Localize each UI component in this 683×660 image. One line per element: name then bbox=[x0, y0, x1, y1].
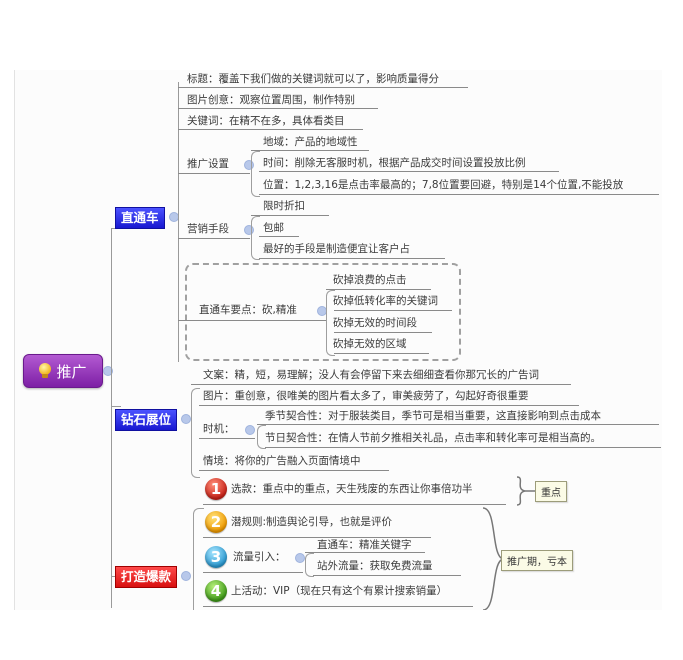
underline bbox=[203, 537, 431, 538]
node-best-tactic[interactable]: 最好的手段是制造便宜让客户占 bbox=[263, 243, 410, 255]
underline bbox=[265, 447, 661, 448]
underline bbox=[203, 504, 506, 505]
connector bbox=[257, 425, 266, 449]
underline bbox=[251, 150, 369, 151]
node-region[interactable]: 地域：产品的地域性 bbox=[263, 136, 358, 148]
underline bbox=[178, 320, 326, 321]
collapse-toggle-diamond-booth[interactable] bbox=[181, 414, 191, 424]
underline bbox=[257, 424, 659, 425]
underline bbox=[203, 606, 473, 607]
connector bbox=[191, 388, 200, 478]
number-3-icon: 3 bbox=[205, 546, 227, 568]
underline bbox=[259, 236, 299, 237]
node-picture[interactable]: 图片：重创意，很唯美的图片看太多了，审美疲劳了，勾起好奇很重要 bbox=[203, 390, 529, 402]
node-time[interactable]: 时间：削除无客服时机，根据产品成交时间设置投放比例 bbox=[263, 157, 526, 169]
node-cut-invalid-time[interactable]: 砍掉无效的时间段 bbox=[333, 317, 417, 329]
node-product-selection[interactable]: 选款：重点中的重点，天生残废的东西让你事倍功半 bbox=[231, 483, 473, 495]
underline bbox=[178, 129, 363, 130]
connector bbox=[193, 508, 204, 610]
underline bbox=[326, 289, 431, 290]
underline bbox=[334, 332, 432, 333]
connector bbox=[251, 151, 260, 197]
connector bbox=[305, 553, 314, 577]
node-offsite-traffic[interactable]: 站外流量：获取免费流量 bbox=[317, 560, 433, 572]
underline bbox=[305, 552, 425, 553]
underline bbox=[259, 194, 659, 195]
root-label: 推广 bbox=[56, 362, 87, 381]
underline bbox=[199, 470, 389, 471]
underline bbox=[199, 405, 579, 406]
connector bbox=[111, 228, 112, 608]
underline bbox=[259, 171, 559, 172]
collapse-toggle-timing[interactable] bbox=[245, 425, 255, 435]
node-context[interactable]: 情境：将你的广告融入页面情境中 bbox=[203, 455, 361, 467]
node-hidden-rules[interactable]: 潜规则:制造舆论引导，也就是评价 bbox=[231, 516, 393, 528]
node-keywords[interactable]: 关键词：在精不在多，具体看类目 bbox=[187, 115, 345, 127]
underline bbox=[334, 310, 452, 311]
collapse-toggle-marketing[interactable] bbox=[244, 225, 254, 235]
node-promo-settings[interactable]: 推广设置 bbox=[187, 158, 229, 170]
node-cut-invalid-region[interactable]: 砍掉无效的区域 bbox=[333, 338, 407, 350]
node-image-creative[interactable]: 图片创意：观察位置周围，制作特别 bbox=[187, 94, 355, 106]
underline bbox=[334, 353, 429, 354]
node-holiday-fit[interactable]: 节日契合性：在情人节前夕推相关礼品，点击率和转化率可是相当高的。 bbox=[265, 432, 601, 444]
collapse-toggle-traffic[interactable] bbox=[295, 553, 305, 563]
number-2-icon: 2 bbox=[205, 511, 227, 533]
node-flash-sale[interactable]: 限时折扣 bbox=[263, 200, 305, 212]
branch-ztc[interactable]: 直通车 bbox=[115, 207, 165, 229]
node-cut-wasted-clicks[interactable]: 砍掉浪费的点击 bbox=[333, 274, 407, 286]
underline bbox=[199, 438, 255, 439]
node-cut-low-conv-keywords[interactable]: 砍掉低转化率的关键词 bbox=[333, 295, 438, 307]
underline bbox=[313, 575, 461, 576]
underline bbox=[191, 384, 571, 385]
connector bbox=[178, 82, 179, 362]
collapse-toggle-root[interactable] bbox=[103, 366, 113, 376]
branch-diamond-booth[interactable]: 钻石展位 bbox=[115, 409, 178, 431]
node-traffic[interactable]: 流量引入： bbox=[233, 551, 286, 563]
node-timing[interactable]: 时机： bbox=[203, 423, 235, 435]
connector bbox=[111, 406, 121, 407]
node-ztc-key-points[interactable]: 直通车要点：砍,精准 bbox=[199, 304, 297, 316]
underline bbox=[178, 108, 378, 109]
node-season-fit[interactable]: 季节契合性：对于服装类目，季节可是相当重要，这直接影响到点击成本 bbox=[265, 410, 601, 422]
underline bbox=[251, 215, 329, 216]
boundary-box bbox=[185, 263, 461, 361]
mindmap-canvas: 推广 直通车 标题：覆盖下我们做的关键词就可以了，影响质量得分 图片创意：观察位… bbox=[14, 70, 662, 610]
underline bbox=[259, 258, 445, 259]
collapse-toggle-promo-settings[interactable] bbox=[244, 160, 254, 170]
note-key-point[interactable]: 重点 bbox=[535, 481, 567, 502]
collapse-toggle-hot-product[interactable] bbox=[181, 571, 191, 581]
connector bbox=[326, 290, 335, 356]
underline bbox=[178, 173, 250, 174]
underline bbox=[178, 238, 250, 239]
branch-hot-product[interactable]: 打造爆款 bbox=[115, 566, 178, 588]
node-title-tip[interactable]: 标题：覆盖下我们做的关键词就可以了，影响质量得分 bbox=[187, 73, 439, 85]
number-4-icon: 4 bbox=[205, 580, 227, 602]
connector bbox=[251, 216, 260, 260]
node-position[interactable]: 位置：1,2,3,16是点击率最高的；7,8位置要回避，特别是14个位置,不能投… bbox=[263, 179, 624, 191]
node-copywriting[interactable]: 文案：精，短，易理解；没人有会停留下来去细细查看你那冗长的广告词 bbox=[203, 369, 539, 381]
node-ztc-precise-keywords[interactable]: 直通车：精准关键字 bbox=[317, 539, 412, 551]
lightbulb-icon bbox=[39, 363, 52, 379]
underline bbox=[203, 572, 303, 573]
note-promo-period[interactable]: 推广期，亏本 bbox=[501, 550, 573, 571]
root-node[interactable]: 推广 bbox=[23, 354, 103, 388]
node-free-shipping[interactable]: 包邮 bbox=[263, 222, 284, 234]
underline bbox=[178, 87, 468, 88]
number-1-icon: 1 bbox=[205, 478, 227, 500]
node-marketing[interactable]: 营销手段 bbox=[187, 223, 229, 235]
node-activities[interactable]: 上活动：VIP（现在只有这个有累计搜索销量） bbox=[231, 585, 448, 597]
